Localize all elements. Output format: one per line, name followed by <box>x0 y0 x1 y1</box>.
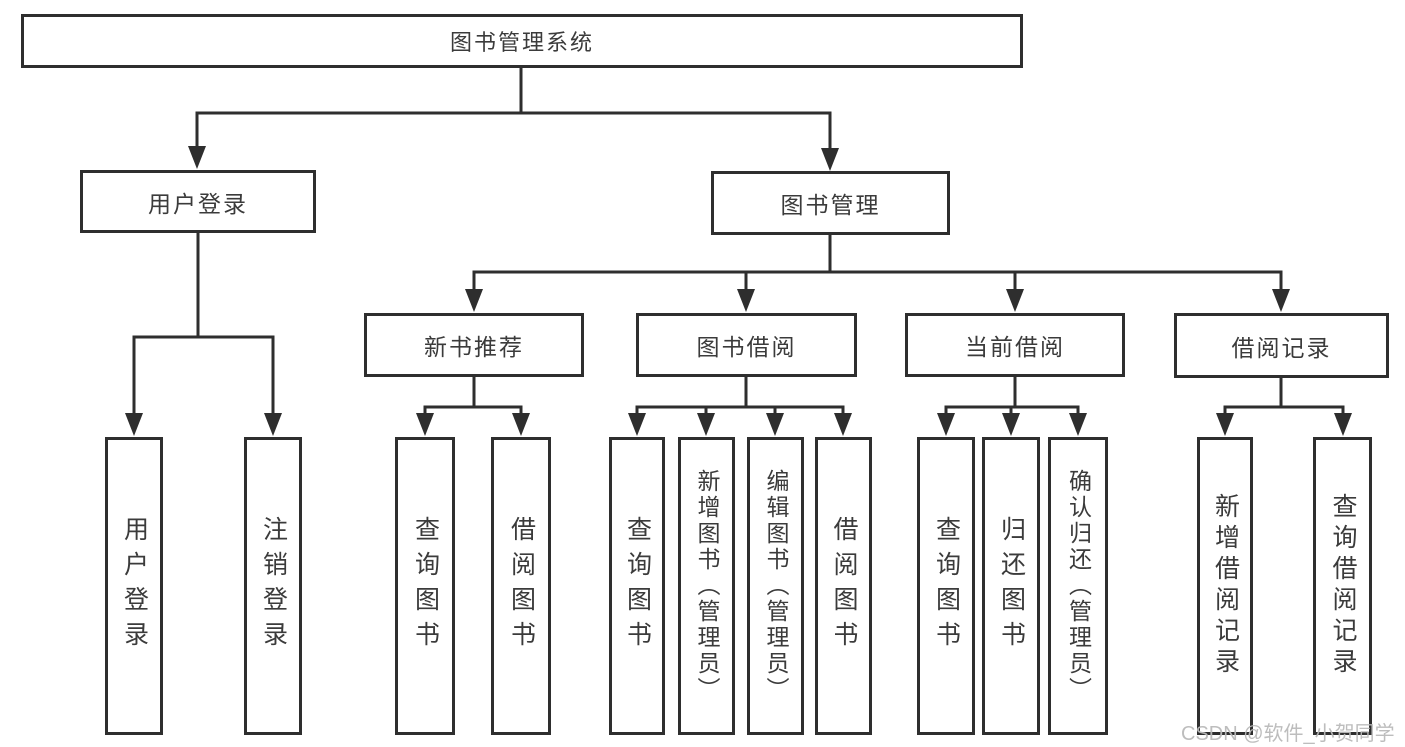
arrowheads-book-borrow-children <box>628 413 852 436</box>
leaf-cb-query-books: 查询图书 <box>917 437 975 735</box>
connector-borrow-records-children <box>1223 376 1345 416</box>
arrowheads-root-children <box>188 146 839 171</box>
connector-book-borrow-children <box>635 375 845 416</box>
leaf-nbr-borrow-books: 借阅图书 <box>491 437 551 735</box>
leaf-br-add-record-label: 新增借阅记录 <box>1211 493 1240 679</box>
node-current-borrow-label: 当前借阅 <box>965 334 1065 360</box>
leaf-logout-label: 注销登录 <box>259 516 288 656</box>
node-root: 图书管理系统 <box>21 14 1023 68</box>
leaf-cb-query-books-label: 查询图书 <box>932 516 961 656</box>
leaf-bb-edit-books-label: 编辑图书（管理员） <box>763 469 789 703</box>
connector-root-children <box>195 66 832 152</box>
leaf-br-query-record-label: 查询借阅记录 <box>1329 493 1357 679</box>
node-root-label: 图书管理系统 <box>449 30 594 55</box>
leaf-bb-borrow-books: 借阅图书 <box>815 437 872 735</box>
node-book-management: 图书管理 <box>711 171 950 235</box>
leaf-bb-query-books: 查询图书 <box>609 437 665 735</box>
node-borrow-records: 借阅记录 <box>1174 313 1389 378</box>
arrowheads-new-book-recommend-children <box>416 413 530 436</box>
leaf-cb-confirm-return: 确认归还（管理员） <box>1048 437 1108 735</box>
leaf-nbr-query-books: 查询图书 <box>395 437 455 735</box>
leaf-logout: 注销登录 <box>244 437 302 735</box>
leaf-nbr-query-books-label: 查询图书 <box>411 516 440 656</box>
arrowheads-user-login-children <box>125 413 282 436</box>
node-borrow-records-label: 借阅记录 <box>1231 334 1332 361</box>
leaf-br-add-record: 新增借阅记录 <box>1197 437 1253 735</box>
leaf-bb-borrow-books-label: 借阅图书 <box>830 516 858 656</box>
node-current-borrow: 当前借阅 <box>905 313 1125 377</box>
connector-current-borrow-children <box>944 375 1080 416</box>
leaf-bb-query-books-label: 查询图书 <box>623 516 652 656</box>
leaf-nbr-borrow-books-label: 借阅图书 <box>507 516 536 656</box>
leaf-br-query-record: 查询借阅记录 <box>1313 437 1372 735</box>
arrowheads-book-management-children <box>465 289 1290 312</box>
arrowheads-current-borrow-children <box>937 413 1087 436</box>
node-book-borrow: 图书借阅 <box>636 313 857 377</box>
leaf-cb-return-books-label: 归还图书 <box>997 516 1026 656</box>
leaf-user-login: 用户登录 <box>105 437 163 735</box>
leaf-bb-edit-books: 编辑图书（管理员） <box>747 437 804 735</box>
node-book-management-label: 图书管理 <box>780 192 881 218</box>
watermark: CSDN @软件_小贺同学 <box>1181 723 1395 745</box>
leaf-cb-confirm-return-label: 确认归还（管理员） <box>1065 469 1092 703</box>
leaf-user-login-label: 用户登录 <box>120 516 149 656</box>
node-new-book-recommend-label: 新书推荐 <box>424 334 524 360</box>
node-book-borrow-label: 图书借阅 <box>696 334 797 360</box>
arrowheads-borrow-records-children <box>1216 413 1352 436</box>
leaf-cb-return-books: 归还图书 <box>982 437 1040 735</box>
leaf-bb-add-books-label: 新增图书（管理员） <box>694 469 720 703</box>
node-new-book-recommend: 新书推荐 <box>364 313 584 377</box>
node-user-login: 用户登录 <box>80 170 316 233</box>
node-user-login-label: 用户登录 <box>148 190 248 217</box>
connector-new-book-recommend-children <box>423 375 523 416</box>
connector-book-management-children <box>472 233 1283 292</box>
leaf-bb-add-books: 新增图书（管理员） <box>678 437 735 735</box>
connector-user-login-children <box>132 231 275 416</box>
